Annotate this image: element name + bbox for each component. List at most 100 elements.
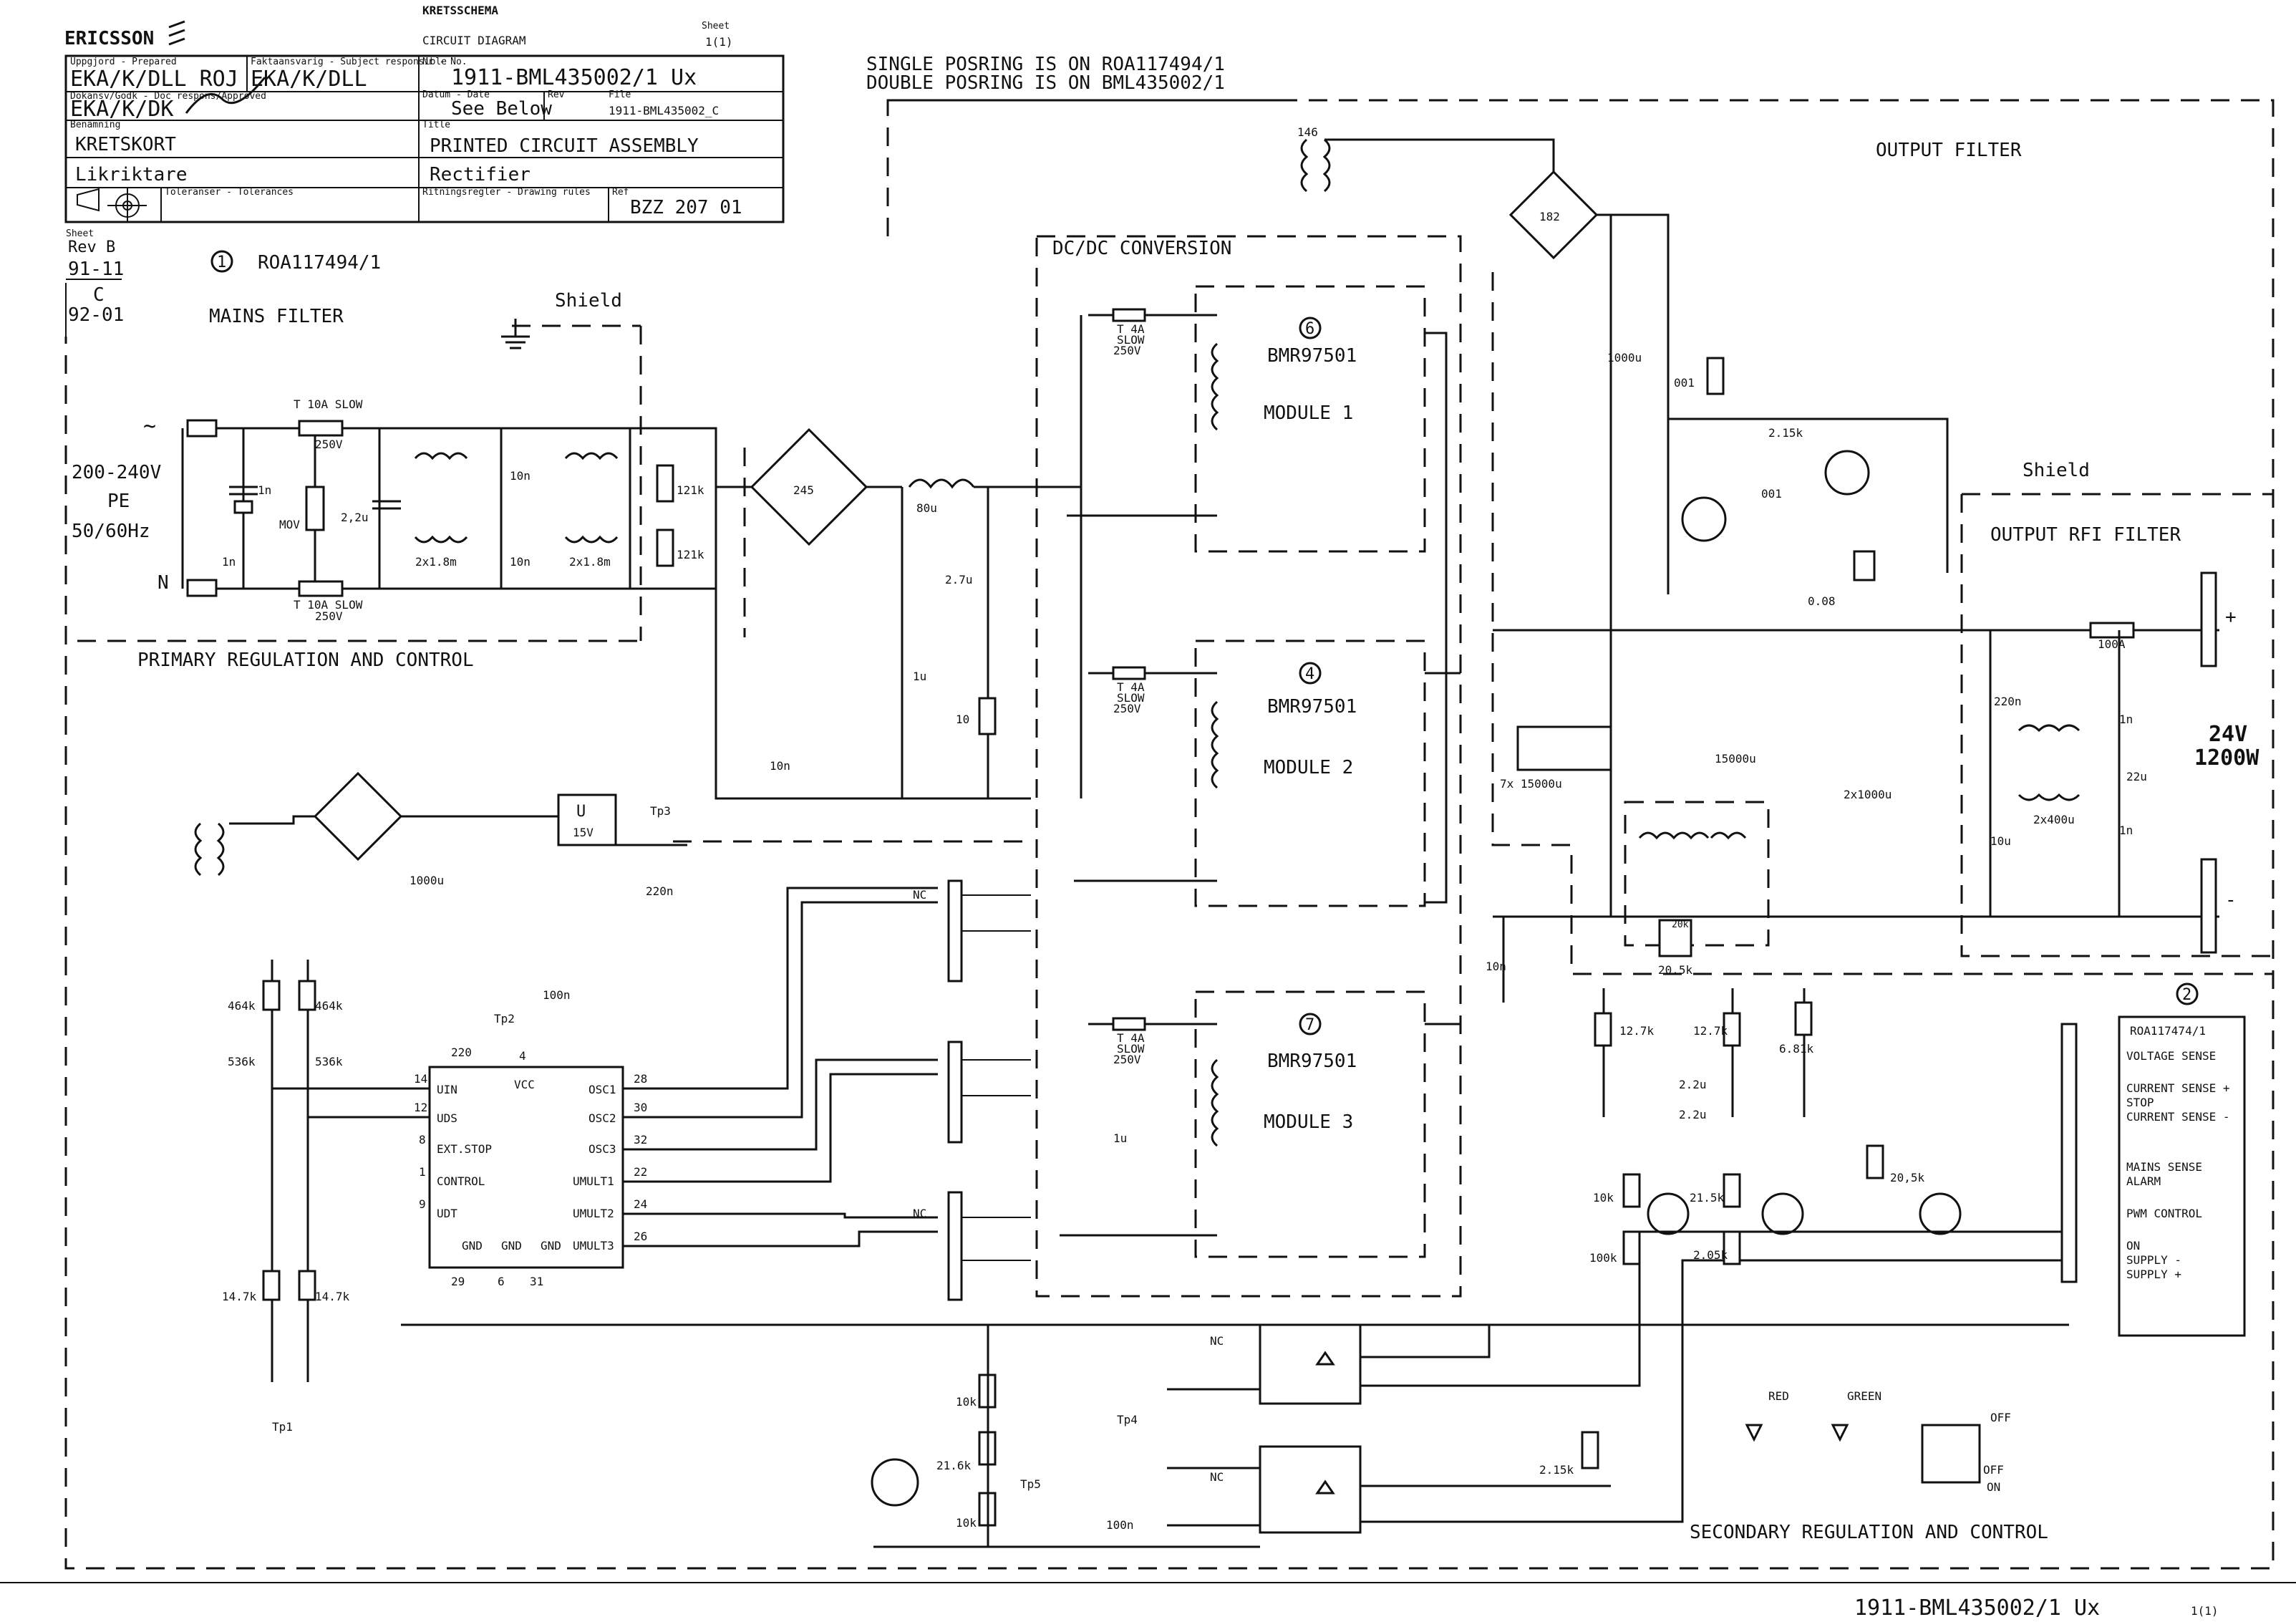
rev-c: C bbox=[93, 284, 105, 306]
date-value: See Below bbox=[451, 98, 552, 120]
output-minus: - bbox=[2225, 889, 2237, 911]
r65-value: 12.7k bbox=[1693, 1024, 1728, 1038]
r44-value: 464k bbox=[315, 999, 343, 1013]
nc-label-241: NC bbox=[913, 888, 926, 902]
fuse-133-rating: 250V bbox=[1113, 344, 1141, 357]
signal-connector-248: 2 ROA117474/1 VOLTAGE SENSE CURRENT SENS… bbox=[2060, 983, 2246, 1337]
r47-value: 14.7k bbox=[222, 1290, 257, 1303]
ac-symbol-icon: ~ bbox=[143, 414, 156, 439]
footer-sheet: 1(1) bbox=[2191, 1604, 2219, 1618]
module-2-name: MODULE 2 bbox=[1264, 757, 1353, 778]
module-wiring: T 4A SLOW 250V T 4A SLOW 250V T 4A SLOW … bbox=[1060, 308, 1506, 1237]
transistor-161 bbox=[871, 1458, 919, 1507]
module-2-box bbox=[1194, 639, 1426, 907]
transistor-166 bbox=[1919, 1192, 1962, 1235]
svg-text:220: 220 bbox=[451, 1046, 472, 1059]
transistor-163 bbox=[1761, 1192, 1804, 1235]
ic-pin-num-31: 31 bbox=[530, 1275, 543, 1288]
shield-label-mains: Shield bbox=[555, 290, 622, 312]
fuse-136 bbox=[2089, 622, 2135, 639]
r54-value: 2.15k bbox=[1539, 1463, 1574, 1477]
module-1-ref: 6 bbox=[1305, 320, 1314, 338]
rev-b: Rev B bbox=[68, 238, 115, 256]
tp4-label: Tp4 bbox=[1117, 1413, 1138, 1427]
ic-pin-umult2: UMULT2 bbox=[573, 1207, 614, 1220]
section-primary-regulation: PRIMARY REGULATION AND CONTROL bbox=[137, 650, 474, 671]
r42-value: 121k bbox=[677, 548, 704, 561]
choke-142 bbox=[564, 452, 619, 460]
fuse-133-type: SLOW bbox=[1117, 333, 1145, 347]
footer: 1911-BML435002/1 Ux 1(1) bbox=[0, 1582, 2296, 1621]
note-single-posring: SINGLE POSRING IS ON ROA117494/1 bbox=[866, 54, 1225, 75]
r70-value: 2.05k bbox=[1693, 1248, 1728, 1262]
responsible-value: EKA/K/DLL bbox=[251, 67, 367, 92]
section-output-filter: OUTPUT FILTER bbox=[1876, 140, 2022, 161]
r67-value: 10k bbox=[1593, 1191, 1614, 1205]
fuse-131-label: T 10A SLOW bbox=[294, 397, 363, 411]
section-borders bbox=[64, 99, 2275, 1570]
r73-value: 20,5k bbox=[1890, 1171, 1925, 1184]
module-3-ref: 7 bbox=[1305, 1016, 1314, 1034]
ic-pin-uin: UIN bbox=[437, 1083, 457, 1096]
ref-label: Ref bbox=[612, 187, 629, 198]
ic-pin-num-22: 22 bbox=[634, 1165, 647, 1179]
tolerance-label: Toleranser - Tolerances bbox=[165, 187, 294, 198]
r124-value: 20k bbox=[1672, 919, 1689, 930]
company-name: ERICSSON bbox=[64, 28, 154, 49]
switch-175 bbox=[1921, 1424, 1981, 1484]
fuse-134-label: T 4A bbox=[1117, 680, 1145, 694]
fuse-133-label: T 4A bbox=[1117, 322, 1145, 336]
c83-value: 2,2u bbox=[341, 511, 369, 524]
shield-label-output: Shield bbox=[2023, 460, 2090, 481]
ic-pin-osc3: OSC3 bbox=[588, 1142, 616, 1156]
led-red-label: RED bbox=[1768, 1389, 1789, 1403]
ground-symbol-icon bbox=[501, 319, 530, 349]
r68-value: 100k bbox=[1589, 1251, 1617, 1265]
board-ref-1-marker bbox=[210, 250, 233, 273]
ic-pin-udt: UDT bbox=[437, 1207, 457, 1220]
switch-off-label-2: OFF bbox=[1983, 1463, 2004, 1477]
module-3: 7 BMR97501 MODULE 3 bbox=[1211, 1013, 1357, 1147]
nc-label-211: NC bbox=[1210, 1470, 1224, 1484]
ic-pin-num-12: 12 bbox=[414, 1101, 427, 1114]
c98-value: 1u bbox=[1113, 1131, 1127, 1145]
name-label: Benämning bbox=[70, 120, 120, 130]
aux-supply: U 15V 1000u 220n 100n Tp3 Tp2 464k 464k … bbox=[194, 771, 687, 1434]
ic-pin-umult3: UMULT3 bbox=[573, 1239, 614, 1252]
red-led-icon bbox=[1745, 1424, 1763, 1442]
inductor-144 bbox=[1638, 831, 1710, 840]
ic-pin-num-9: 9 bbox=[419, 1197, 426, 1211]
nc-label-243: NC bbox=[913, 1207, 926, 1220]
name-sv1: KRETSKORT bbox=[75, 134, 176, 155]
file-label: File bbox=[609, 90, 631, 100]
ic-pin-num-1: 1 bbox=[419, 1165, 426, 1179]
board-ref-1-number: 1 bbox=[217, 254, 226, 271]
inductor-145 bbox=[2018, 724, 2081, 733]
output-connector-plus bbox=[2200, 571, 2217, 667]
rules-label: Ritningsregler - Drawing rules bbox=[422, 187, 591, 198]
output-voltage: 24V bbox=[2209, 722, 2247, 747]
output-connector-minus bbox=[2200, 858, 2217, 954]
bridge-rectifier-181 bbox=[313, 771, 403, 861]
choke-141 bbox=[414, 452, 468, 460]
output-filter: 1000u 001 2.15k 001 0.08 7x 15000u 15000… bbox=[1493, 351, 2219, 977]
c92-value: 220n bbox=[646, 884, 674, 898]
bridge-rectifier-182 bbox=[1508, 170, 1599, 260]
c82-value: 1n bbox=[222, 555, 236, 569]
ic-pin-uds: UDS bbox=[437, 1111, 457, 1125]
r63-value: 20.5k bbox=[1658, 963, 1693, 977]
c105-value: 2x1000u bbox=[1844, 788, 1891, 801]
l143-value: 80u bbox=[916, 501, 937, 515]
fuse-134-type: SLOW bbox=[1117, 691, 1145, 705]
fuse-135-rating: 250V bbox=[1113, 1053, 1141, 1066]
input-bridge: 245 80u 2.7u 1u 10 10n bbox=[680, 315, 1082, 800]
ic-pin-num-4: 4 bbox=[519, 1049, 526, 1063]
c90-value: 10n bbox=[1486, 960, 1506, 973]
svg-text:146: 146 bbox=[1297, 125, 1318, 139]
ic-pin-num-29: 29 bbox=[451, 1275, 465, 1288]
optocoupler-210 bbox=[1259, 1323, 1362, 1405]
c87-value: 1u bbox=[913, 670, 926, 683]
secondary-regulation: 12.7k 12.7k 6.81k 2.2u 2.2u 10k 100k 21.… bbox=[401, 988, 2069, 1548]
regulator-label: U bbox=[576, 803, 586, 821]
